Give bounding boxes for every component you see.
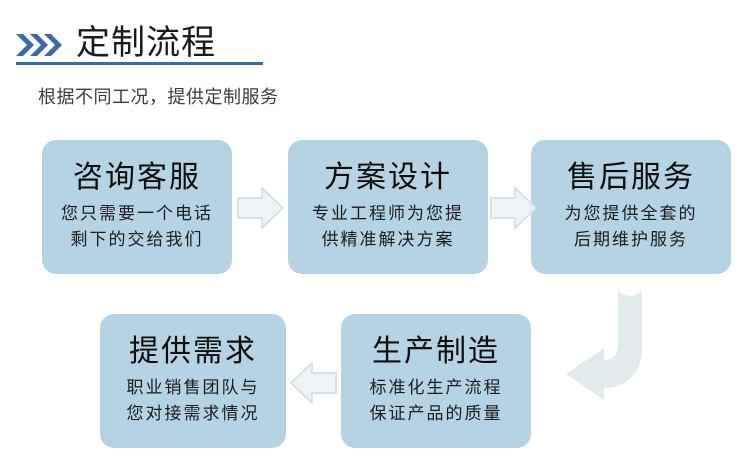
- flow-step-3-title: 售后服务: [567, 161, 695, 194]
- flow-step-1-line-2: 剩下的交给我们: [70, 230, 204, 249]
- flow-step-5-line-2: 保证产品的质量: [369, 404, 503, 423]
- flow-step-3-line-2: 后期维护服务: [574, 230, 688, 249]
- title-underline: [16, 62, 263, 65]
- flow-step-2-card[interactable]: 方案设计 专业工程师为您提 供精准解决方案: [288, 140, 488, 274]
- page-title: 定制流程: [76, 24, 216, 62]
- flow-step-2-line-2: 供精准解决方案: [321, 230, 455, 249]
- arrow-uturn-down-left-icon: [566, 290, 642, 400]
- flow-step-1-title: 咨询客服: [73, 161, 201, 194]
- page-header: 定制流程 根据不同工况，提供定制服务: [0, 0, 750, 107]
- arrow-left-icon: [290, 362, 337, 404]
- flow-step-5-line-1: 标准化生产流程: [369, 378, 503, 397]
- flow-step-2-line-1: 专业工程师为您提: [312, 204, 464, 223]
- arrow-right-icon: [237, 187, 284, 229]
- page-subtitle: 根据不同工况，提供定制服务: [38, 87, 279, 107]
- flow-step-3-line-1: 为您提供全套的: [564, 204, 698, 223]
- header-title-row: 定制流程: [16, 16, 216, 62]
- flow-step-1-card[interactable]: 咨询客服 您只需要一个电话 剩下的交给我们: [42, 140, 232, 274]
- arrow-right-icon: [490, 187, 537, 229]
- flow-step-5-card[interactable]: 生产制造 标准化生产流程 保证产品的质量: [341, 314, 531, 448]
- flow-step-3-card[interactable]: 售后服务 为您提供全套的 后期维护服务: [531, 140, 731, 274]
- flow-step-1-line-1: 您只需要一个电话: [61, 204, 213, 223]
- flow-step-2-title: 方案设计: [324, 161, 452, 194]
- triple-chevron-right-icon: [16, 34, 62, 56]
- flow-step-4-line-2: 您对接需求情况: [126, 404, 260, 423]
- flow-step-4-line-1: 职业销售团队与: [126, 378, 260, 397]
- flow-step-4-title: 提供需求: [129, 335, 257, 368]
- flow-step-4-card[interactable]: 提供需求 职业销售团队与 您对接需求情况: [100, 314, 286, 448]
- flow-step-5-title: 生产制造: [372, 335, 500, 368]
